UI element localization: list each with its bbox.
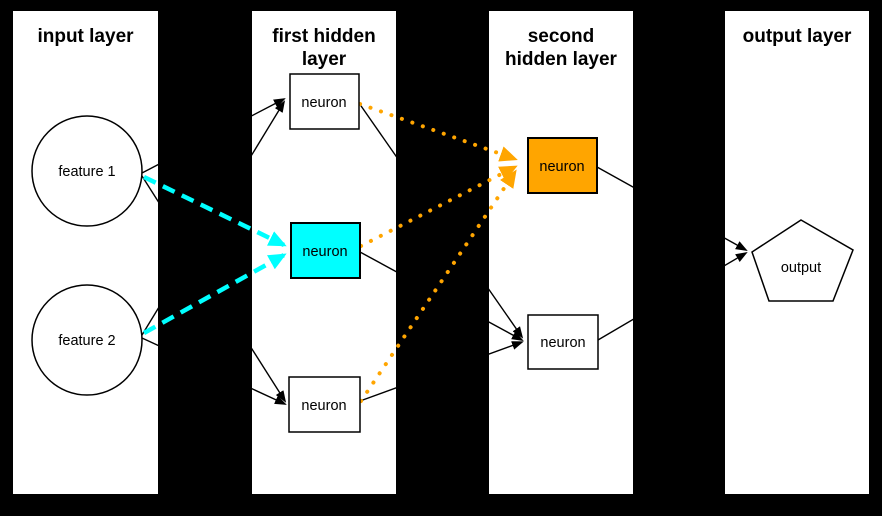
edge-hidden2-bottom-to-output: [597, 251, 748, 341]
node-feature-2: [31, 284, 143, 396]
output-label: output: [781, 260, 821, 276]
edge-feature2-to-hidden1-top: [141, 100, 286, 336]
node-feature-1: [31, 115, 143, 227]
input-layer-title: input layer: [37, 26, 134, 47]
node-hidden1-neuron-middle: [290, 222, 361, 279]
feature-2-label: feature 2: [58, 333, 115, 349]
edge-feature2-to-hidden1-bottom: [141, 337, 287, 405]
output-layer-title: output layer: [742, 26, 852, 47]
edge-hidden1-top-to-hidden2-bottom: [358, 102, 524, 339]
node-hidden2-neuron-top: [527, 137, 598, 194]
edge-hidden1-bottom-to-hidden2-top: [359, 169, 517, 403]
edge-hidden2-top-to-output: [596, 166, 748, 251]
second-hidden-layer-title: second hidden layer: [505, 26, 617, 71]
edge-feature1-to-hidden1-bottom: [141, 175, 287, 403]
edge-hidden1-top-to-hidden2-top: [358, 102, 518, 162]
hidden1-neuron-middle-label: neuron: [302, 244, 347, 260]
hidden1-neuron-bottom-label: neuron: [301, 398, 346, 414]
hidden2-neuron-top-label: neuron: [539, 159, 584, 175]
node-hidden2-neuron-bottom: [527, 314, 599, 370]
feature-1-label: feature 1: [58, 164, 115, 180]
edge-feature1-to-hidden1-middle: [143, 174, 287, 248]
edge-hidden1-middle-to-hidden2-top: [359, 165, 518, 248]
edge-feature2-to-hidden1-middle: [142, 253, 287, 335]
node-hidden1-neuron-top: [289, 73, 360, 130]
panel-input-layer: input layer: [13, 11, 158, 494]
node-output: [751, 219, 854, 302]
edge-hidden1-bottom-to-hidden2-bottom: [359, 341, 524, 402]
node-hidden1-neuron-bottom: [288, 376, 361, 433]
panel-second-hidden-layer: second hidden layer: [489, 11, 633, 494]
hidden2-neuron-bottom-label: neuron: [540, 335, 585, 351]
edge-feature1-to-hidden1-top: [141, 98, 286, 174]
first-hidden-layer-title: first hidden layer: [272, 26, 376, 71]
edge-hidden1-middle-to-hidden2-bottom: [359, 251, 524, 341]
hidden1-neuron-top-label: neuron: [301, 95, 346, 111]
